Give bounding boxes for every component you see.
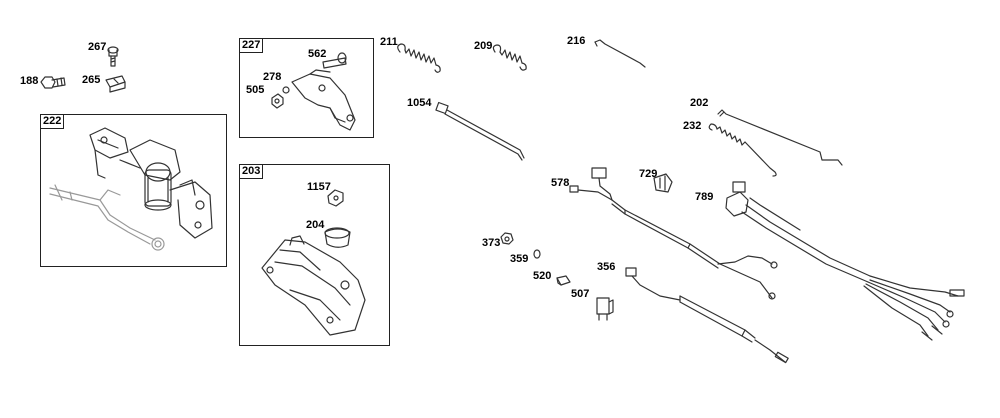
callout-356: 356 (597, 261, 616, 273)
callout-209: 209 (474, 40, 493, 52)
callout-265: 265 (82, 74, 101, 86)
harness-356-drawing (625, 267, 789, 364)
callout-211: 211 (380, 36, 398, 48)
spring-232-drawing (708, 123, 777, 177)
callout-1157: 1157 (307, 181, 331, 193)
callout-578: 578 (551, 177, 570, 189)
harness-578-drawing (569, 167, 778, 300)
spring-209-drawing (492, 44, 527, 71)
screw-267-drawing (107, 46, 119, 67)
assembly-label-203: 203 (239, 164, 264, 179)
callout-373: 373 (482, 237, 501, 249)
clip-265-drawing (105, 75, 126, 93)
callout-204: 204 (306, 219, 325, 231)
switch-507-drawing (596, 297, 614, 321)
assembly-box-227: 227 (239, 38, 374, 138)
callout-202: 202 (690, 97, 709, 109)
callout-789: 789 (695, 191, 714, 203)
washer-359-drawing (533, 249, 541, 259)
assembly-label-227: 227 (239, 38, 264, 53)
assembly-label-222: 222 (40, 114, 65, 129)
assembly-box-222: 222 (40, 114, 227, 267)
harness-789-drawing (725, 181, 965, 341)
callout-232: 232 (683, 120, 702, 132)
callout-520: 520 (533, 270, 552, 282)
callout-1054: 1054 (407, 97, 432, 109)
callout-562: 562 (308, 48, 327, 60)
bracket-assembly-227-drawing (271, 52, 356, 131)
nut-373-drawing (500, 232, 514, 245)
callout-729: 729 (639, 168, 658, 180)
clip-520-drawing (556, 275, 571, 286)
callout-188: 188 (20, 75, 39, 87)
cable-tie-1054-drawing (435, 101, 525, 161)
governor-assembly-222-drawing (49, 127, 213, 251)
callout-216: 216 (567, 35, 586, 47)
callout-505: 505 (246, 84, 265, 96)
rod-202-drawing (717, 109, 843, 166)
connector-729-drawing (653, 173, 673, 193)
spring-211-drawing (397, 43, 441, 73)
assembly-box-203: 203 (239, 164, 390, 346)
plate-assembly-203-drawing (261, 189, 366, 336)
callout-278: 278 (263, 71, 282, 83)
bolt-188-drawing (40, 76, 66, 89)
callout-359: 359 (510, 253, 529, 265)
callout-507: 507 (571, 288, 590, 300)
callout-267: 267 (88, 41, 107, 53)
rod-216-drawing (594, 39, 646, 68)
